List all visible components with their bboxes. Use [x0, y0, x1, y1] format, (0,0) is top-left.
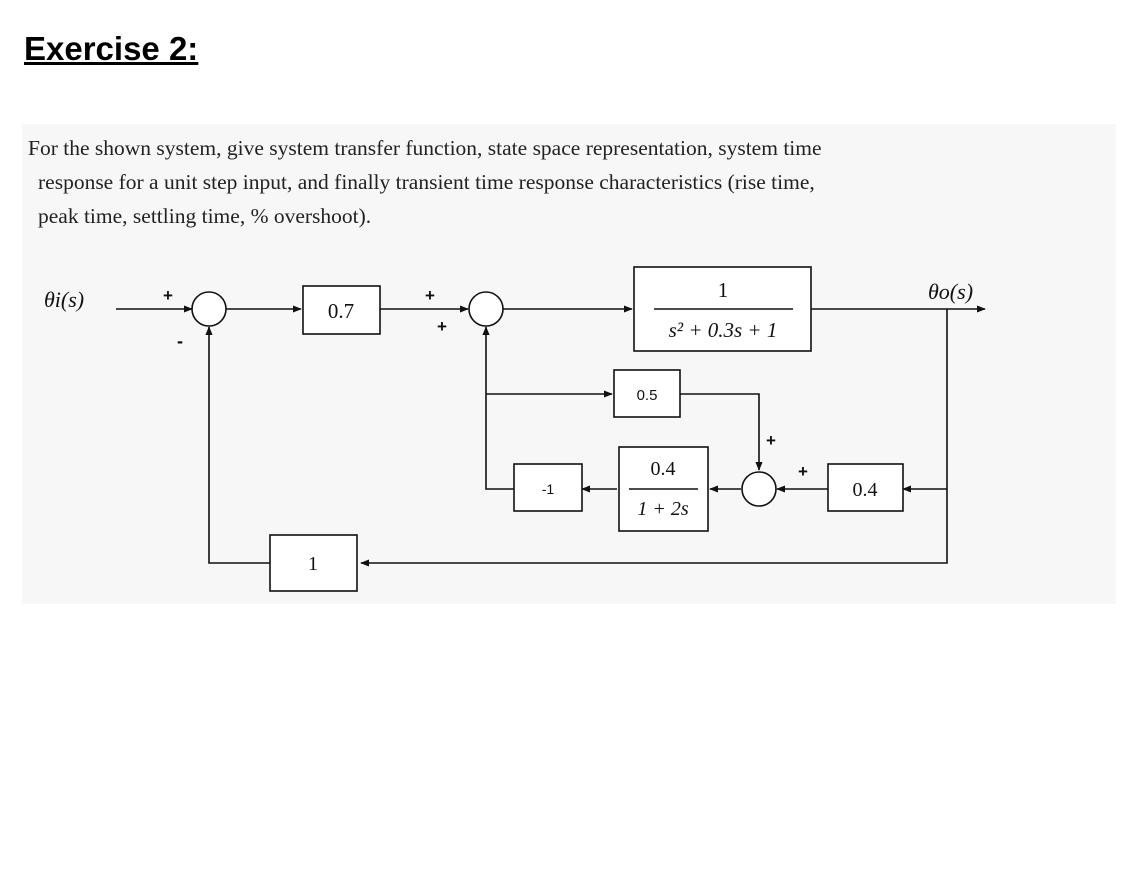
- forward-gain-value: 0.7: [328, 299, 354, 323]
- branch-gain-to-sum3-line: [680, 393, 763, 471]
- feedback-gain-value: 0.4: [853, 479, 878, 501]
- plant-denominator: s² + 0.3s + 1: [669, 318, 778, 342]
- summing-junction-1: [191, 291, 227, 327]
- feedback-gain-block: [827, 463, 904, 512]
- output-pickoff-line: [360, 309, 948, 567]
- problem-statement: For the shown system, give system transf…: [28, 131, 1048, 233]
- problem-line-3: peak time, settling time, % overshoot).: [38, 204, 372, 228]
- output-label: θo(s): [928, 279, 973, 304]
- negative-gain-value: -1: [542, 481, 555, 497]
- filter-numerator: 0.4: [651, 458, 676, 480]
- input-label: θi(s): [44, 287, 84, 312]
- sum1-minus-sign: -: [177, 331, 183, 351]
- sum2-plus-sign-bottom: +: [437, 317, 447, 336]
- unity-feedback-value: 1: [308, 553, 318, 575]
- problem-line-2: response for a unit step input, and fina…: [38, 170, 815, 194]
- sum1-plus-sign: +: [163, 286, 173, 305]
- exercise-heading: Exercise 2:: [24, 30, 199, 67]
- forward-gain-block: [302, 285, 381, 335]
- sum2-plus-sign-top: +: [425, 286, 435, 305]
- neg-gain-to-sum2-line: [482, 326, 514, 490]
- negative-gain-block: [513, 463, 583, 512]
- problem-line-1: For the shown system, give system transf…: [28, 136, 822, 160]
- plant-numerator: 1: [718, 278, 729, 302]
- branch-gain-value: 0.5: [637, 387, 658, 404]
- branch-gain-block: [613, 369, 681, 418]
- summing-junction-2: [468, 291, 504, 327]
- sum3-plus-sign-right: +: [798, 462, 808, 481]
- sum3-plus-sign-top: +: [766, 431, 776, 450]
- summing-junction-3: [741, 471, 777, 507]
- unity-feedback-return-line: [205, 326, 270, 564]
- unity-feedback-block: [269, 534, 358, 592]
- problem-panel: [22, 124, 1116, 604]
- filter-denominator: 1 + 2s: [637, 498, 688, 520]
